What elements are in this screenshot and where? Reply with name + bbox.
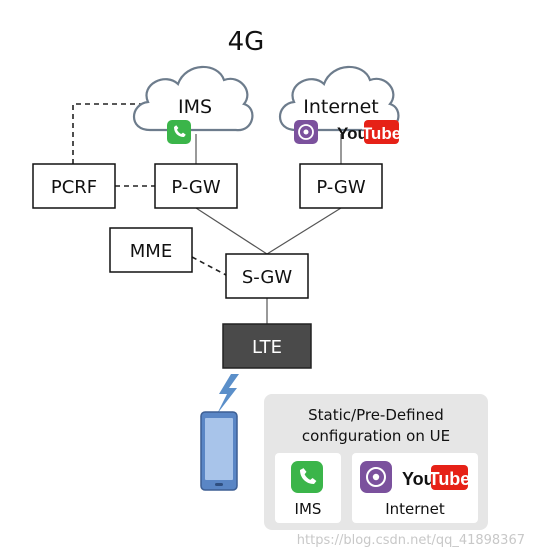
node-pgw-right: P-GW (299, 163, 383, 209)
node-sgw: S-GW (225, 253, 309, 299)
node-label-sgw: S-GW (242, 267, 293, 288)
config-card-label-internet: Internet (385, 500, 445, 518)
node-pgw-left: P-GW (154, 163, 238, 209)
node-label-mme: MME (130, 241, 172, 262)
node-label-pgw-right: P-GW (316, 177, 366, 198)
config-youtube-tube: Tube (429, 469, 471, 489)
config-panel: Static/Pre-Defined configuration on UE I… (264, 394, 488, 530)
youtube-you-text: You (337, 124, 368, 143)
node-label-pcrf: PCRF (51, 177, 97, 198)
cloud-label-ims: IMS (178, 96, 212, 118)
config-title-line1: Static/Pre-Defined (308, 406, 444, 424)
viber-icon (360, 461, 392, 493)
dashed-connections (72, 103, 227, 276)
config-card-internet: You Tube Internet (352, 453, 478, 523)
youtube-logo: You Tube (402, 465, 470, 490)
config-card-ims: IMS (275, 453, 341, 523)
config-title-line2: configuration on UE (302, 427, 450, 445)
node-pcrf: PCRF (32, 163, 116, 209)
viber-icon (294, 120, 318, 144)
link-mme-sgw (191, 256, 227, 276)
smartphone-icon (200, 411, 238, 491)
link-pcrf-ims (72, 103, 144, 164)
node-label-pgw-left: P-GW (171, 177, 221, 198)
node-label-lte: LTE (252, 337, 282, 358)
link-pgw-right-sgw (266, 207, 342, 255)
youtube-logo: You Tube (337, 120, 401, 144)
diagram-title: 4G (228, 27, 265, 57)
cloud-icon (133, 65, 254, 132)
link-pgw-left-sgw (195, 207, 268, 255)
cloud-label-internet: Internet (303, 96, 378, 118)
phone-icon (291, 461, 323, 493)
watermark: https://blog.csdn.net/qq_41898367 (297, 533, 525, 548)
config-card-label-ims: IMS (295, 500, 322, 518)
node-lte: LTE (222, 323, 312, 369)
phone-icon (167, 120, 191, 144)
cloud-icon (279, 65, 400, 132)
youtube-tube-text: Tube (362, 124, 401, 143)
node-mme: MME (109, 227, 193, 273)
config-youtube-you: You (402, 469, 435, 489)
lightning-icon (217, 374, 239, 414)
connections (195, 134, 342, 324)
